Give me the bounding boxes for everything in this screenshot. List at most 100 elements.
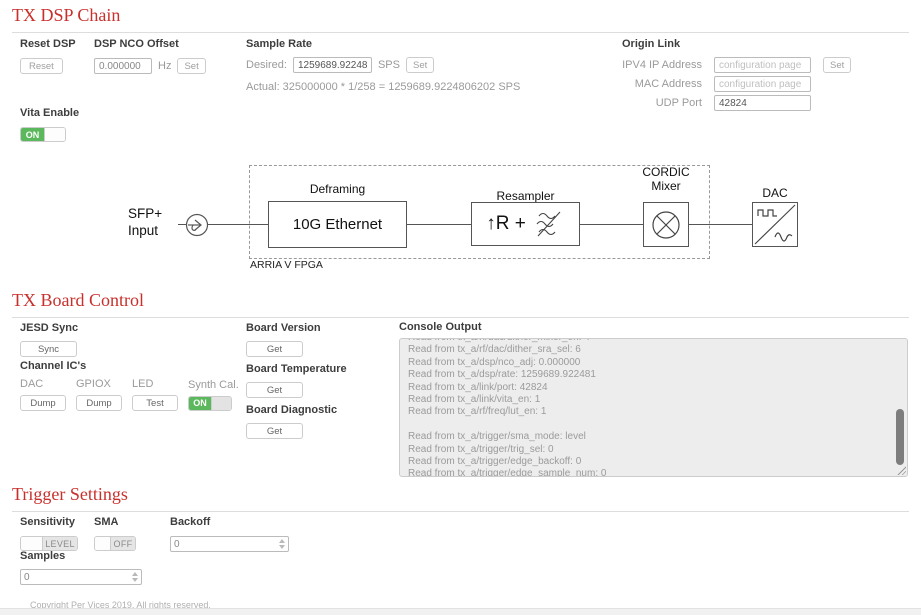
dsp-chain-title: TX DSP Chain <box>12 5 121 25</box>
channel-ics-group: Channel IC's DAC Dump GPIOX Dump LED Tes… <box>20 360 248 411</box>
dac-block <box>752 202 798 247</box>
dac-label: DAC <box>762 186 788 200</box>
nco-set-button[interactable]: Set <box>177 58 206 74</box>
console-resize-grip[interactable] <box>896 465 906 475</box>
samples-label: Samples <box>20 550 66 562</box>
sma-group: SMA OFF <box>94 516 136 551</box>
sma-toggle[interactable]: OFF <box>94 536 136 551</box>
ipv4-input[interactable] <box>714 57 811 73</box>
backoff-value: 0 <box>174 538 180 550</box>
sensitivity-toggle[interactable]: LEVEL <box>20 536 78 551</box>
board-version-label: Board Version <box>246 322 321 334</box>
fpga-boundary <box>249 165 710 259</box>
toggle-knob <box>95 537 111 550</box>
desired-rate-input[interactable] <box>292 57 372 73</box>
trigger-settings-title: Trigger Settings <box>12 484 128 504</box>
board-version-group: Board Version Get <box>246 322 321 357</box>
console-scrollbar-thumb[interactable] <box>896 409 904 465</box>
samples-value: 0 <box>24 571 30 583</box>
backoff-label: Backoff <box>170 516 211 528</box>
resampler-label: Resampler <box>496 189 555 203</box>
samples-stepper[interactable]: 0 <box>20 569 142 585</box>
divider <box>12 32 909 33</box>
console-output[interactable]: Read from tx_a/rf/dac/dither_mixer_en: 4… <box>399 338 908 477</box>
resampler-block: ↑R + <box>471 202 580 246</box>
toggle-state-segment: LEVEL <box>43 537 77 550</box>
stepper-arrows-icon[interactable] <box>132 572 138 582</box>
sensitivity-group: Sensitivity LEVEL <box>20 516 78 551</box>
cordic-mixer-block <box>643 202 689 247</box>
toggle-on-segment: ON <box>189 396 211 410</box>
dac-dump-button[interactable]: Dump <box>20 395 66 411</box>
toggle-knob <box>44 128 65 141</box>
origin-link-group: Origin Link IPV4 IP Address Set MAC Addr… <box>622 38 852 111</box>
udp-port-label: UDP Port <box>655 97 702 109</box>
sample-rate-group: Sample Rate Desired: SPS Set Actual: 325… <box>246 38 520 93</box>
ipv4-set-button[interactable]: Set <box>823 57 852 73</box>
dac-icon <box>754 204 796 245</box>
udp-port-input[interactable] <box>714 95 811 111</box>
ipv4-label: IPV4 IP Address <box>622 59 702 71</box>
mixer-icon <box>652 210 680 239</box>
nco-offset-input[interactable] <box>94 58 152 74</box>
board-diagnostic-label: Board Diagnostic <box>246 404 338 416</box>
sfp-input-label: SFP+ Input <box>128 206 163 238</box>
sma-label: SMA <box>94 516 119 528</box>
board-diagnostic-get-button[interactable]: Get <box>246 423 303 439</box>
toggle-on-segment: ON <box>21 128 44 141</box>
channel-gpiox-label: GPIOX <box>76 378 111 390</box>
divider <box>12 511 909 512</box>
led-test-button[interactable]: Test <box>132 395 178 411</box>
gpiox-dump-button[interactable]: Dump <box>76 395 122 411</box>
vita-enable-toggle[interactable]: ON <box>20 127 66 142</box>
rate-set-button[interactable]: Set <box>405 57 435 73</box>
nco-unit-label: Hz <box>158 60 172 72</box>
jesd-sync-button[interactable]: Sync <box>20 341 77 357</box>
backoff-group: Backoff 0 <box>170 516 289 552</box>
backoff-stepper[interactable]: 0 <box>170 536 289 552</box>
tx-dsp-diagram: SFP+ Input ARRIA V FPGA Deframing 10G Et… <box>0 160 921 278</box>
channel-ics-label: Channel IC's <box>20 360 87 372</box>
fpga-label: ARRIA V FPGA <box>250 259 323 271</box>
signal-line <box>178 224 752 225</box>
stepper-arrows-icon[interactable] <box>279 539 285 549</box>
toggle-knob <box>210 396 231 410</box>
filter-icon <box>536 211 561 237</box>
reset-dsp-group: Reset DSP Reset <box>20 38 76 74</box>
cordic-mixer-label: CORDIC Mixer <box>642 165 690 193</box>
samples-group: Samples 0 <box>20 550 142 585</box>
board-temperature-group: Board Temperature Get <box>246 363 347 398</box>
jesd-sync-group: JESD Sync Sync <box>20 322 78 357</box>
copyright-text: Copyright Per Vices 2019. All rights res… <box>30 600 211 610</box>
mac-label: MAC Address <box>634 78 702 90</box>
reset-button[interactable]: Reset <box>20 58 63 74</box>
channel-dac-label: DAC <box>20 378 44 390</box>
vita-enable-group: Vita Enable ON <box>20 107 79 142</box>
desired-label: Desired: <box>246 59 287 71</box>
board-temperature-get-button[interactable]: Get <box>246 382 303 398</box>
jesd-sync-label: JESD Sync <box>20 322 79 334</box>
mac-input[interactable] <box>714 76 811 92</box>
channel-synth-cal-label: Synth Cal. <box>188 378 239 391</box>
origin-link-label: Origin Link <box>622 38 681 50</box>
toggle-knob <box>21 537 43 550</box>
divider <box>12 317 909 318</box>
board-version-get-button[interactable]: Get <box>246 341 303 357</box>
console-output-group: Console Output Read from tx_a/rf/dac/dit… <box>399 321 908 477</box>
board-diagnostic-group: Board Diagnostic Get <box>246 404 337 439</box>
sps-unit-label: SPS <box>377 59 400 71</box>
resampler-symbol: ↑R + <box>486 213 526 234</box>
nco-offset-group: DSP NCO Offset Hz Set <box>94 38 206 74</box>
vita-enable-label: Vita Enable <box>20 107 80 119</box>
toggle-state-segment: OFF <box>111 537 135 550</box>
horizontal-scrollbar[interactable] <box>0 608 921 615</box>
actual-rate-text: Actual: 325000000 * 1/258 = 1259689.9224… <box>246 81 521 93</box>
sample-rate-label: Sample Rate <box>246 38 313 50</box>
sensitivity-label: Sensitivity <box>20 516 76 528</box>
synth-cal-toggle[interactable]: ON <box>188 395 232 411</box>
reset-dsp-label: Reset DSP <box>20 38 76 50</box>
channel-led-label: LED <box>132 378 154 390</box>
board-control-title: TX Board Control <box>12 290 144 310</box>
deframing-label: Deframing <box>309 182 366 196</box>
console-output-label: Console Output <box>399 321 482 333</box>
